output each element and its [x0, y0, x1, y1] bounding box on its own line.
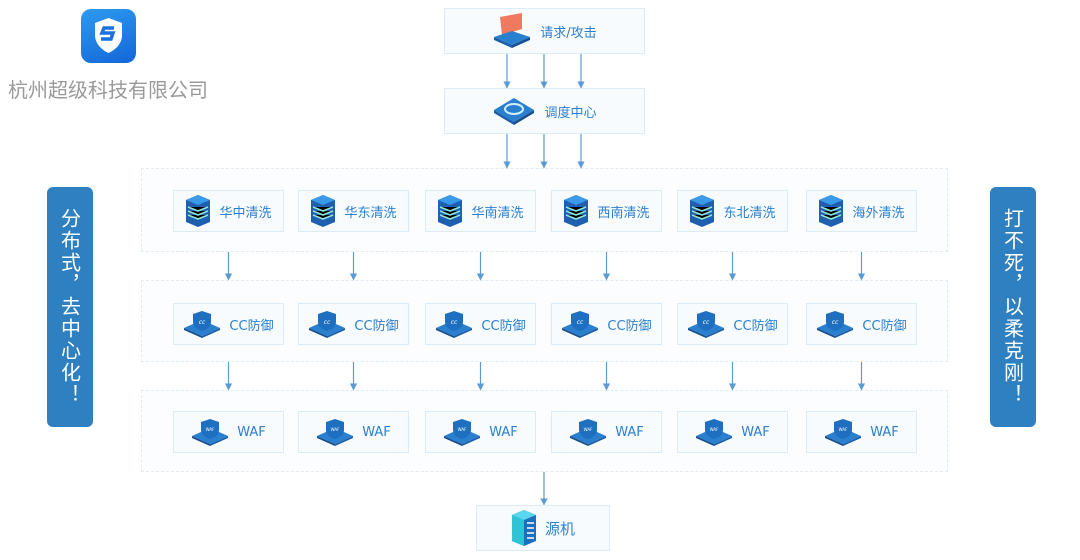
clean-label: 华中清洗: [219, 205, 272, 221]
clean-node: 华中清洗: [173, 190, 284, 232]
clean-label: 华东清洗: [344, 205, 397, 221]
svg-text:WAF: WAF: [710, 427, 719, 432]
cc-node: cc CC防御: [551, 303, 662, 345]
right-banner: 打不死，以柔克刚！: [990, 187, 1036, 427]
svg-text:cc: cc: [577, 319, 584, 326]
cc-node: cc CC防御: [425, 303, 536, 345]
company-name: 杭州超级科技有限公司: [8, 78, 208, 102]
svg-text:cc: cc: [324, 319, 331, 326]
cc-shield-icon: cc: [436, 311, 473, 338]
clean-label: 海外清洗: [852, 205, 905, 221]
svg-text:cc: cc: [832, 319, 839, 326]
shield-icon: [95, 18, 122, 53]
cc-label: CC防御: [354, 318, 399, 334]
svg-text:cc: cc: [451, 319, 458, 326]
waf-node: WAF WAF: [298, 411, 409, 453]
dispatch-label: 调度中心: [544, 105, 597, 121]
clean-node: 东北清洗: [677, 190, 788, 232]
origin-label: 源机: [544, 519, 575, 538]
server-icon: [819, 195, 844, 227]
clean-node: 海外清洗: [806, 190, 917, 232]
dispatch-node: 调度中心: [444, 88, 645, 134]
cc-label: CC防御: [862, 318, 907, 334]
company-logo: [81, 9, 136, 63]
cc-shield-icon: cc: [184, 311, 221, 338]
server-icon: [564, 195, 589, 227]
svg-text:WAF: WAF: [584, 427, 593, 432]
clean-label: 东北清洗: [723, 205, 776, 221]
waf-shield-icon: WAF: [570, 419, 607, 446]
svg-text:WAF: WAF: [206, 427, 215, 432]
svg-text:WAF: WAF: [458, 427, 467, 432]
server-icon: [511, 510, 536, 546]
server-icon: [311, 195, 336, 227]
left-banner: 分布式，去中心化！: [47, 187, 93, 427]
waf-node: WAF WAF: [551, 411, 662, 453]
cc-node: cc CC防御: [806, 303, 917, 345]
waf-shield-icon: WAF: [696, 419, 733, 446]
waf-label: WAF: [489, 424, 518, 440]
clean-node: 华东清洗: [298, 190, 409, 232]
clean-node: 西南清洗: [551, 190, 662, 232]
cc-label: CC防御: [607, 318, 652, 334]
waf-node: WAF WAF: [677, 411, 788, 453]
cc-shield-icon: cc: [817, 311, 854, 338]
cc-node: cc CC防御: [677, 303, 788, 345]
waf-label: WAF: [615, 424, 644, 440]
waf-shield-icon: WAF: [192, 419, 229, 446]
server-icon: [186, 195, 211, 227]
cc-label: CC防御: [229, 318, 274, 334]
svg-text:cc: cc: [703, 319, 710, 326]
waf-label: WAF: [870, 424, 899, 440]
cc-label: CC防御: [481, 318, 526, 334]
svg-text:WAF: WAF: [839, 427, 848, 432]
cc-shield-icon: cc: [309, 311, 346, 338]
waf-label: WAF: [741, 424, 770, 440]
server-icon: [438, 195, 463, 227]
cc-node: cc CC防御: [298, 303, 409, 345]
request-node: 请求/攻击: [444, 8, 645, 54]
waf-node: WAF WAF: [806, 411, 917, 453]
waf-shield-icon: WAF: [825, 419, 862, 446]
hub-icon: [494, 98, 535, 125]
cc-shield-icon: cc: [688, 311, 725, 338]
laptop-icon: [494, 13, 531, 48]
cc-shield-icon: cc: [562, 311, 599, 338]
clean-node: 华南清洗: [425, 190, 536, 232]
cc-label: CC防御: [733, 318, 778, 334]
cc-node: cc CC防御: [173, 303, 284, 345]
clean-label: 西南清洗: [597, 205, 650, 221]
waf-node: WAF WAF: [173, 411, 284, 453]
waf-node: WAF WAF: [425, 411, 536, 453]
waf-shield-icon: WAF: [317, 419, 354, 446]
request-label: 请求/攻击: [540, 25, 597, 41]
server-icon: [690, 195, 715, 227]
svg-text:WAF: WAF: [331, 427, 340, 432]
svg-text:cc: cc: [199, 319, 206, 326]
waf-shield-icon: WAF: [444, 419, 481, 446]
waf-label: WAF: [362, 424, 391, 440]
clean-label: 华南清洗: [471, 205, 524, 221]
waf-label: WAF: [237, 424, 266, 440]
origin-node: 源机: [476, 505, 610, 551]
